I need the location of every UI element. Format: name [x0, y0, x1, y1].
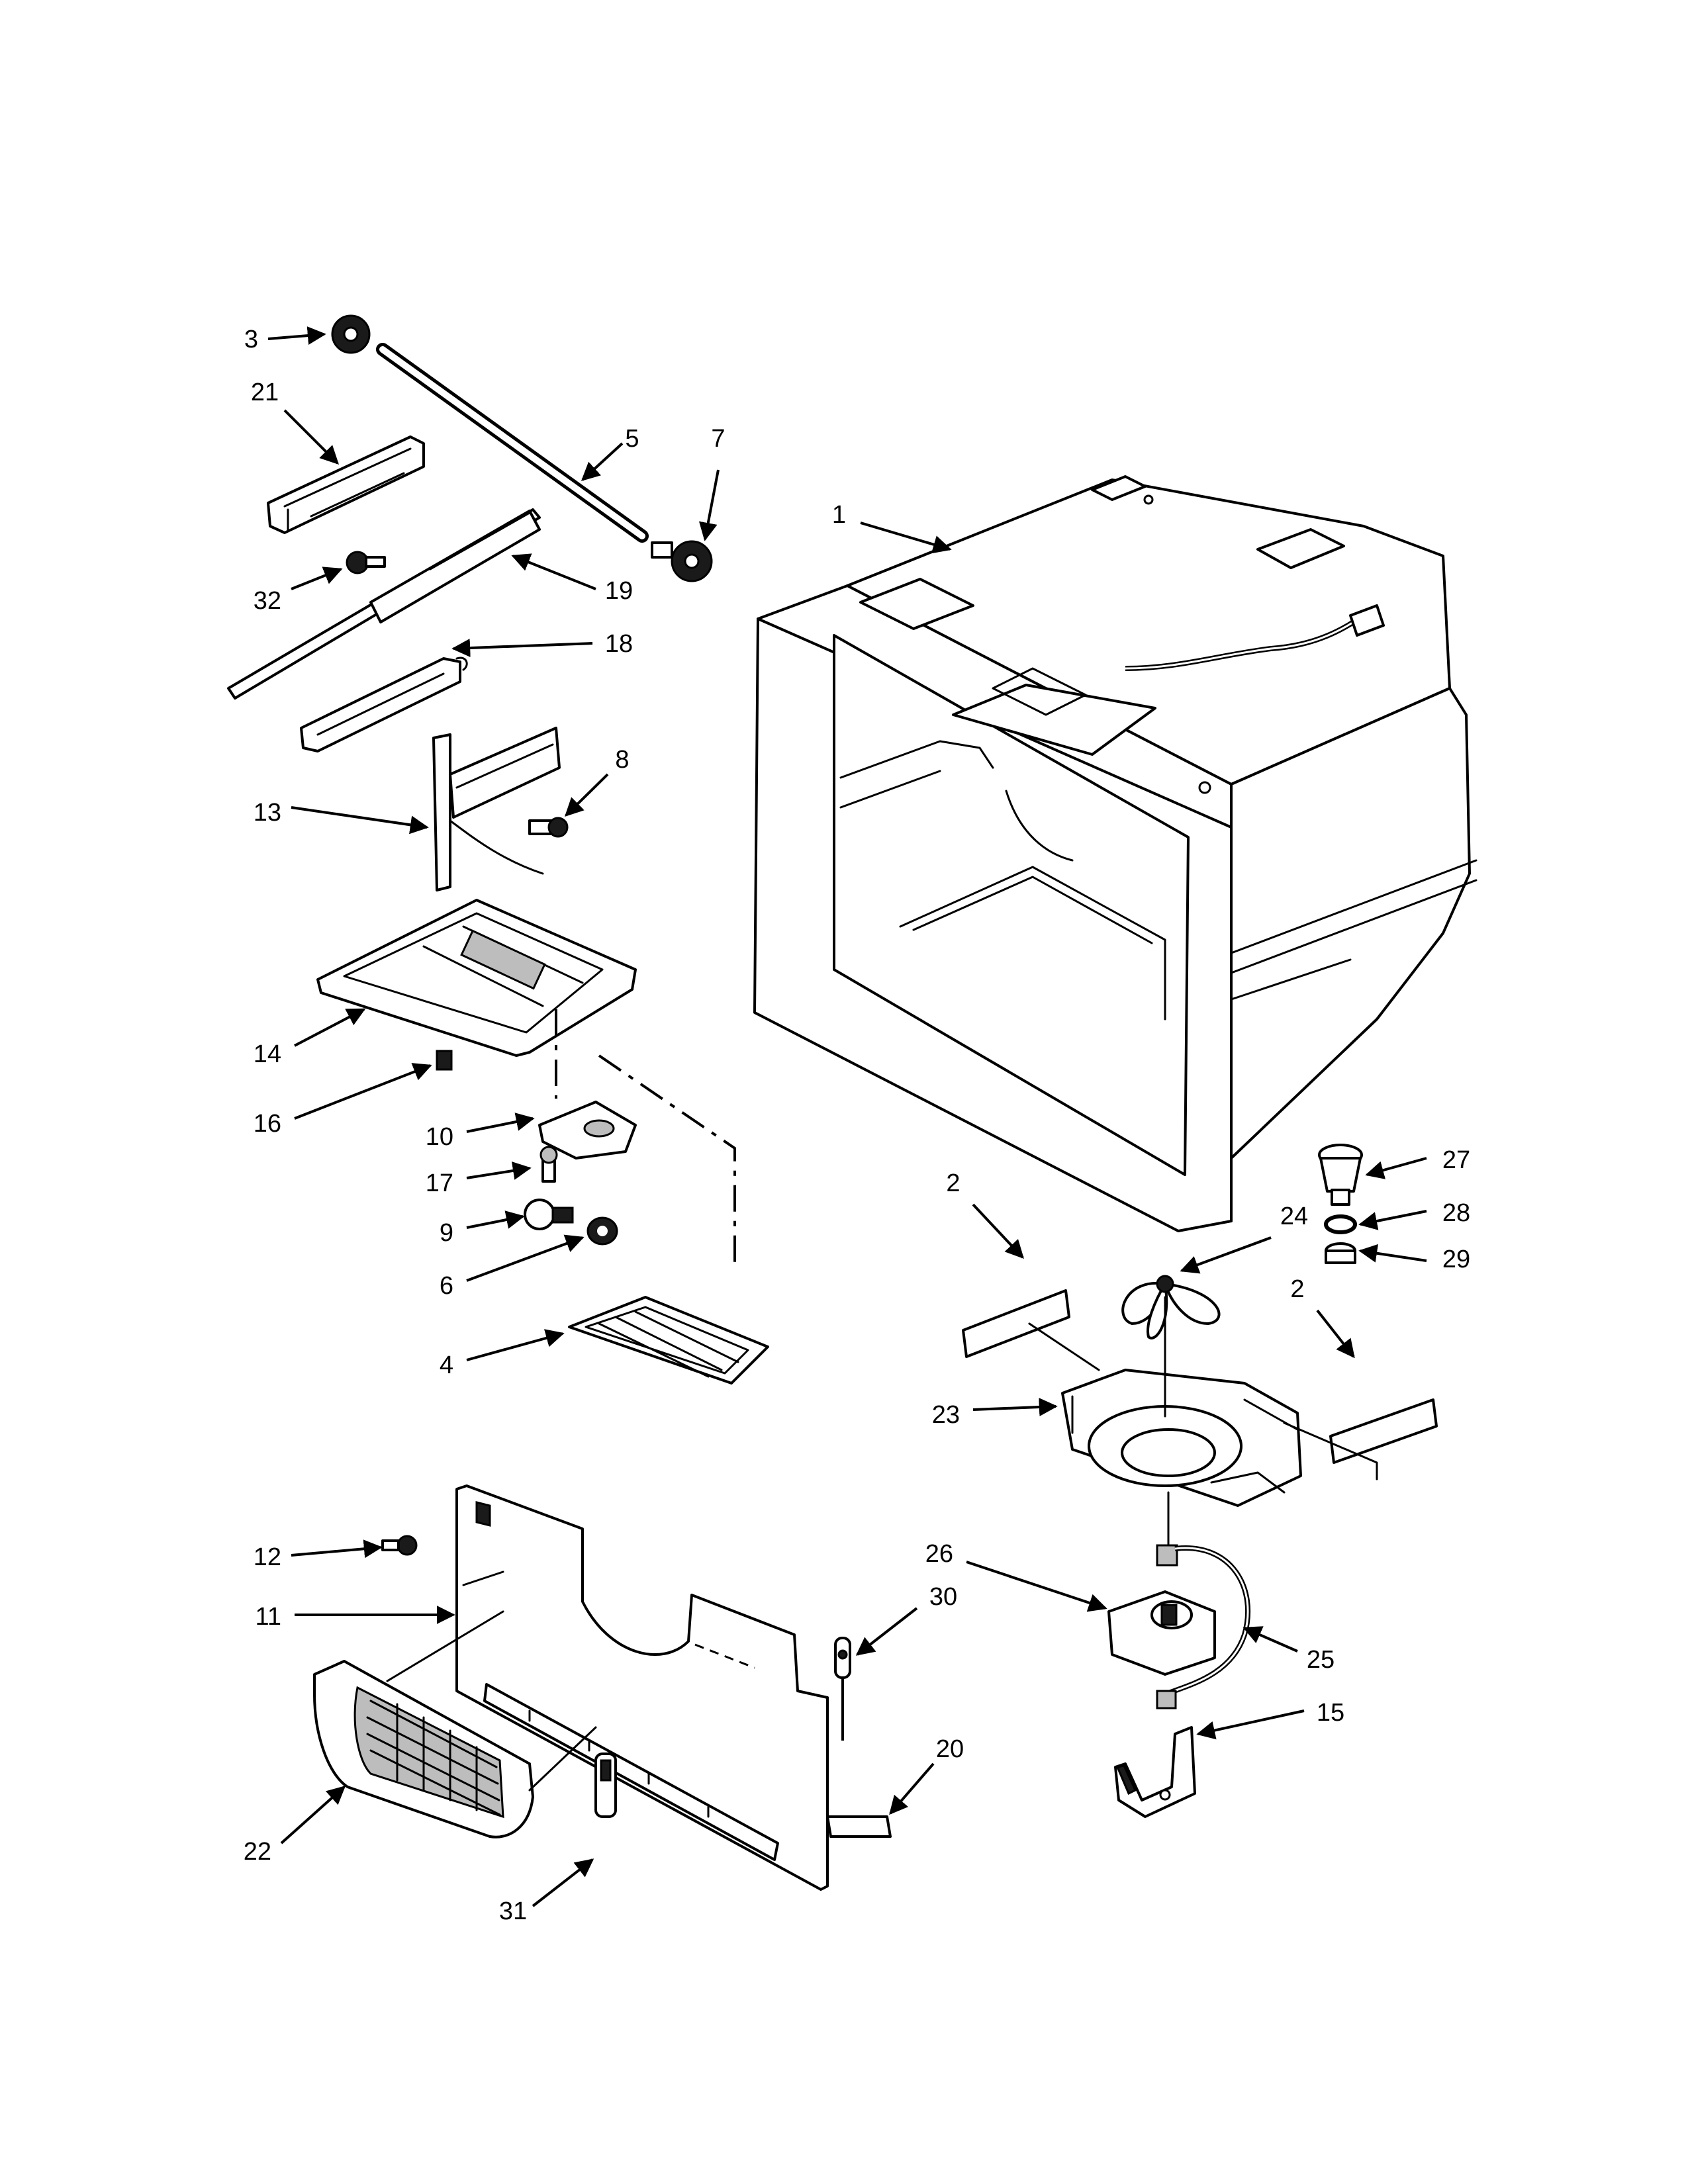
callout-7: 7 — [711, 425, 725, 453]
callout-15: 15 — [1317, 1699, 1344, 1727]
part-7-gear — [651, 540, 713, 582]
assembly-line-11-22 — [386, 1570, 597, 1792]
part-2-foam-strip-left — [962, 1289, 1070, 1358]
part-19-rail — [227, 508, 541, 700]
callout-21: 21 — [251, 379, 279, 406]
callout-23: 23 — [932, 1401, 960, 1429]
part-1-freezer-liner — [753, 475, 1477, 1232]
callout-labels: 1 2 2 3 4 5 6 7 8 9 10 11 12 13 14 15 16… — [244, 326, 1470, 1925]
part-29-spacer — [1325, 1242, 1356, 1264]
callout-14: 14 — [254, 1040, 281, 1068]
part-30-sensor — [834, 1637, 851, 1741]
part-8-screw — [528, 817, 569, 838]
callout-8: 8 — [615, 746, 629, 774]
callout-17: 17 — [426, 1169, 453, 1197]
part-24-fan-blade — [1121, 1275, 1221, 1340]
part-28-o-ring — [1324, 1214, 1357, 1234]
assembly-line-2-left — [1028, 1322, 1100, 1371]
part-9-bulb — [524, 1199, 574, 1230]
part-16-clip — [436, 1050, 453, 1071]
part-5-shaft — [376, 343, 649, 543]
part-21-slide-bracket — [267, 435, 425, 534]
callout-2-right: 2 — [1290, 1275, 1304, 1303]
callout-19: 19 — [605, 577, 633, 605]
part-17-screw — [539, 1146, 558, 1183]
part-26-fan-motor — [1107, 1544, 1216, 1676]
part-22-grille-cover — [313, 1660, 534, 1839]
callout-16: 16 — [254, 1110, 281, 1138]
callout-18: 18 — [605, 630, 633, 658]
callout-10: 10 — [426, 1123, 453, 1151]
callout-13: 13 — [254, 799, 281, 827]
part-12-screw — [381, 1535, 418, 1556]
callout-9: 9 — [440, 1219, 453, 1247]
callout-29: 29 — [1442, 1246, 1470, 1273]
callout-22: 22 — [244, 1838, 271, 1866]
callout-6: 6 — [440, 1272, 453, 1300]
callout-12: 12 — [254, 1543, 281, 1571]
part-27-fitting — [1318, 1144, 1363, 1206]
part-23-fan-shroud — [1061, 1369, 1302, 1507]
callout-5: 5 — [625, 425, 639, 453]
callout-30: 30 — [929, 1583, 957, 1611]
callout-32: 32 — [254, 587, 281, 615]
part-3-gear — [331, 314, 371, 354]
part-32-screw — [346, 551, 386, 574]
part-6-socket — [586, 1216, 618, 1246]
callout-4: 4 — [440, 1351, 453, 1379]
part-18-bracket — [300, 657, 468, 752]
part-11-rear-panel — [455, 1484, 829, 1891]
callout-28: 28 — [1442, 1199, 1470, 1227]
leader-arrows — [267, 326, 1427, 1907]
callout-24: 24 — [1280, 1203, 1308, 1230]
part-20-foam-block — [826, 1815, 892, 1838]
part-2-foam-strip-right — [1329, 1398, 1438, 1464]
assembly-line-14-4 — [598, 1054, 736, 1271]
part-10-light-housing — [538, 1101, 637, 1160]
callout-31: 31 — [499, 1897, 527, 1925]
callout-20: 20 — [936, 1735, 964, 1763]
callout-27: 27 — [1442, 1146, 1470, 1174]
part-14-tray — [316, 899, 637, 1057]
part-31-clip — [594, 1752, 617, 1818]
callout-2-left: 2 — [946, 1169, 960, 1197]
callout-1: 1 — [832, 501, 846, 529]
callout-25: 25 — [1307, 1646, 1335, 1674]
callout-26: 26 — [925, 1540, 953, 1568]
part-15-motor-bracket — [1114, 1726, 1196, 1818]
callout-11: 11 — [256, 1603, 281, 1631]
part-4-light-cover — [568, 1296, 769, 1385]
callout-3: 3 — [244, 326, 258, 353]
assembly-line-2-right — [1283, 1422, 1378, 1480]
part-13-housing — [432, 727, 561, 891]
